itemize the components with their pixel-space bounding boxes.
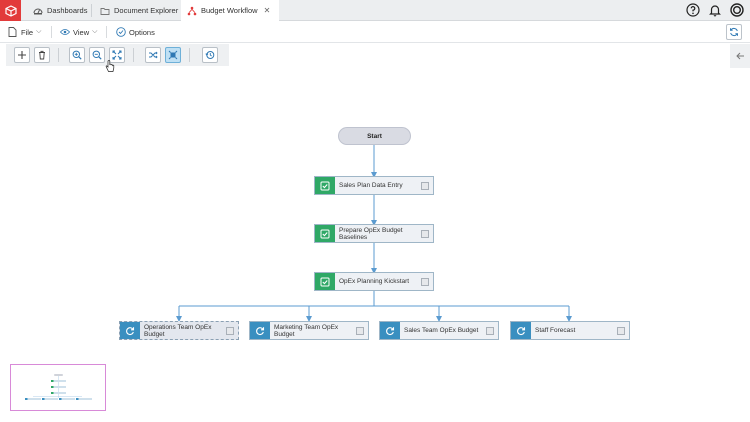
start-label: Start <box>367 132 382 140</box>
workflow-icon <box>187 6 197 16</box>
delete-button[interactable] <box>34 47 50 63</box>
zoom-out-icon <box>92 50 102 60</box>
zoom-in-icon <box>72 50 82 60</box>
file-icon <box>8 27 18 37</box>
workflow-step[interactable]: Sales Plan Data Entry <box>314 176 434 195</box>
step-label: Staff Forecast <box>535 327 576 334</box>
shuffle-icon <box>149 51 158 59</box>
step-label: Sales Team OpEx Budget <box>404 327 479 334</box>
app-logo[interactable] <box>0 0 21 21</box>
refresh-button[interactable] <box>726 24 742 40</box>
toolbar-divider <box>133 48 134 62</box>
workflow-step[interactable]: Prepare OpEx Budget Baselines <box>314 224 434 243</box>
close-icon[interactable]: ✕ <box>263 6 271 15</box>
start-node[interactable]: Start <box>338 127 411 145</box>
add-button[interactable] <box>14 47 30 63</box>
menu-bar: File ⌵ View ⌵ Options <box>0 21 750 43</box>
workflow-step[interactable]: Staff Forecast <box>510 321 630 340</box>
delete-icon <box>39 50 45 60</box>
user-profile-icon[interactable] <box>729 2 744 17</box>
file-menu[interactable]: File ⌵ <box>8 21 41 43</box>
checkbox-checked-icon <box>315 273 335 290</box>
auto-layout-button[interactable] <box>145 47 161 63</box>
minimap-preview <box>25 374 92 400</box>
dashboard-icon <box>33 6 43 16</box>
step-menu-icon[interactable] <box>421 181 429 190</box>
help-icon[interactable] <box>685 2 700 17</box>
refresh-icon <box>511 322 531 339</box>
tab-divider <box>91 4 92 17</box>
workflow-step[interactable]: Sales Team OpEx Budget <box>379 321 499 340</box>
fit-width-button[interactable] <box>165 47 181 63</box>
tab-dashboards[interactable]: Dashboards <box>27 0 89 21</box>
chevron-down-icon: ⌵ <box>92 28 98 35</box>
workflow-step[interactable]: OpEx Planning Kickstart <box>314 272 434 291</box>
tab-document-explorer[interactable]: Document Explorer <box>94 0 180 21</box>
minimap[interactable] <box>10 364 106 411</box>
fit-width-icon <box>168 50 178 60</box>
tab-label: Document Explorer <box>114 6 179 15</box>
toolbar-divider <box>58 48 59 62</box>
step-menu-icon[interactable] <box>226 326 234 335</box>
step-menu-icon[interactable] <box>617 326 625 335</box>
collapse-panel-button[interactable] <box>730 44 750 68</box>
cube-icon <box>4 4 17 17</box>
step-label: Prepare OpEx Budget Baselines <box>339 226 403 241</box>
diagram-toolbar <box>6 44 229 66</box>
add-icon <box>18 51 26 59</box>
step-label: Sales Plan Data Entry <box>339 182 403 189</box>
fit-to-screen-button[interactable] <box>109 47 125 63</box>
view-menu[interactable]: View ⌵ <box>60 21 97 43</box>
step-label: Marketing Team OpEx Budget <box>274 323 339 338</box>
toolbar-divider <box>189 48 190 62</box>
folder-icon <box>100 6 110 16</box>
header-actions <box>685 2 744 17</box>
arrow-left-icon <box>735 52 744 60</box>
step-label: Operations Team OpEx Budget <box>144 323 212 338</box>
checkbox-checked-icon <box>315 225 335 242</box>
history-button[interactable] <box>202 47 218 63</box>
zoom-in-button[interactable] <box>69 47 85 63</box>
view-menu-label: View <box>73 27 90 37</box>
file-menu-label: File <box>21 27 34 37</box>
step-label: OpEx Planning Kickstart <box>339 278 410 285</box>
refresh-icon <box>120 322 140 339</box>
refresh-icon <box>730 27 738 37</box>
step-menu-icon[interactable] <box>356 326 364 335</box>
history-icon <box>205 51 215 59</box>
options-menu-label: Options <box>129 27 155 37</box>
workflow-step[interactable]: Marketing Team OpEx Budget <box>249 321 369 340</box>
fit-icon <box>112 50 122 60</box>
chevron-down-icon: ⌵ <box>36 28 42 35</box>
tab-label: Dashboards <box>47 6 88 15</box>
checkbox-checked-icon <box>315 177 335 194</box>
menu-divider <box>51 26 52 38</box>
bell-icon[interactable] <box>707 2 722 17</box>
step-menu-icon[interactable] <box>421 229 429 238</box>
hand-cursor-icon <box>105 60 115 72</box>
tab-bar: Dashboards Document Explorer Budget Work… <box>0 0 750 21</box>
options-menu[interactable]: Options <box>116 21 155 43</box>
menu-divider <box>106 26 107 38</box>
tab-budget-workflow[interactable]: Budget Workflow ✕ <box>181 0 279 21</box>
step-menu-icon[interactable] <box>421 277 429 286</box>
eye-icon <box>60 27 70 37</box>
refresh-icon <box>380 322 400 339</box>
refresh-icon <box>250 322 270 339</box>
workflow-step[interactable]: Operations Team OpEx Budget <box>119 321 239 340</box>
check-circle-icon <box>116 27 126 37</box>
step-menu-icon[interactable] <box>486 326 494 335</box>
tab-label: Budget Workflow <box>201 6 258 15</box>
zoom-out-button[interactable] <box>89 47 105 63</box>
